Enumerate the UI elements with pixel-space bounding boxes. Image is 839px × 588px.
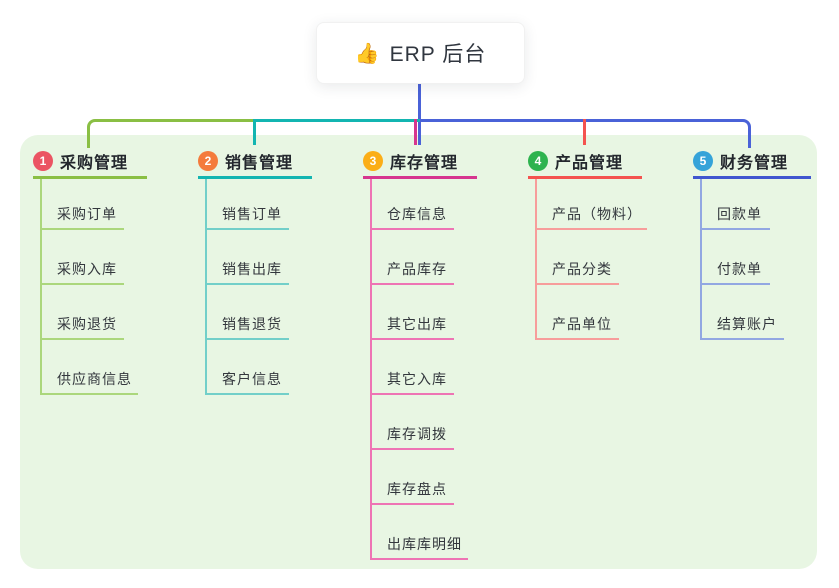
branch-topic-1[interactable]: 1 采购管理: [33, 149, 147, 173]
child-underline: [40, 283, 124, 285]
branch-topic-label: 销售管理: [225, 155, 294, 172]
branch-header-underline: [33, 176, 147, 179]
child-underline: [370, 393, 454, 395]
branch-header-underline: [693, 176, 811, 179]
branch-topic-2[interactable]: 2 销售管理: [198, 149, 312, 173]
child-topic[interactable]: 供应商信息: [57, 371, 132, 387]
child-topic[interactable]: 库存盘点: [387, 481, 447, 497]
branch-spine: [535, 179, 537, 340]
child-underline: [40, 228, 124, 230]
child-underline: [205, 338, 289, 340]
child-underline: [370, 283, 454, 285]
branch-topic-4[interactable]: 4 产品管理: [528, 149, 642, 173]
child-topic[interactable]: 产品单位: [552, 316, 612, 332]
child-topic[interactable]: 仓库信息: [387, 206, 447, 222]
branch-number-badge: 3: [363, 151, 383, 171]
child-underline: [700, 338, 784, 340]
child-underline: [535, 338, 619, 340]
branch-header-underline: [528, 176, 642, 179]
child-underline: [205, 228, 289, 230]
connector-bus-mid: [253, 119, 420, 122]
branch-spine: [700, 179, 702, 340]
child-topic[interactable]: 销售出库: [222, 261, 282, 277]
child-topic[interactable]: 采购入库: [57, 261, 117, 277]
branch-spine: [40, 179, 42, 395]
child-underline: [370, 338, 454, 340]
child-topic[interactable]: 付款单: [717, 261, 762, 277]
child-underline: [40, 338, 124, 340]
child-underline: [700, 228, 770, 230]
child-underline: [40, 393, 138, 395]
child-topic[interactable]: 采购退货: [57, 316, 117, 332]
branch-topic-label: 采购管理: [60, 155, 129, 172]
connector-drop-branch4: [583, 119, 586, 145]
connector-bus-left: [87, 119, 256, 148]
child-topic[interactable]: 采购订单: [57, 206, 117, 222]
child-topic[interactable]: 销售退货: [222, 316, 282, 332]
root-topic-label: ERP 后台: [389, 43, 487, 66]
branch-header-underline: [198, 176, 312, 179]
connector-drop-branch2: [253, 119, 256, 145]
branch-topic-5[interactable]: 5 财务管理: [693, 149, 811, 173]
branch-number-badge: 2: [198, 151, 218, 171]
child-topic[interactable]: 客户信息: [222, 371, 282, 387]
branch-header-underline: [363, 176, 477, 179]
branch-number-badge: 4: [528, 151, 548, 171]
child-topic[interactable]: 其它出库: [387, 316, 447, 332]
branch-topic-label: 财务管理: [720, 155, 789, 172]
child-topic[interactable]: 产品（物料）: [552, 206, 642, 222]
branch-topic-label: 产品管理: [555, 155, 624, 172]
child-underline: [205, 283, 289, 285]
branch-number-badge: 1: [33, 151, 53, 171]
child-underline: [535, 228, 647, 230]
root-topic[interactable]: 👍 ERP 后台: [316, 22, 525, 84]
connector-bus-right: [421, 119, 751, 148]
child-underline: [535, 283, 619, 285]
child-topic[interactable]: 回款单: [717, 206, 762, 222]
thumbs-up-icon: 👍: [354, 42, 381, 65]
child-underline: [205, 393, 289, 395]
child-underline: [370, 558, 468, 560]
child-underline: [370, 228, 454, 230]
connector-root-drop: [418, 82, 421, 145]
child-topic[interactable]: 结算账户: [717, 316, 777, 332]
mindmap-panel: [20, 135, 817, 569]
child-underline: [370, 448, 454, 450]
child-topic[interactable]: 销售订单: [222, 206, 282, 222]
child-topic[interactable]: 其它入库: [387, 371, 447, 387]
connector-drop-branch3: [414, 119, 417, 145]
branch-spine: [205, 179, 207, 395]
child-topic[interactable]: 出库库明细: [387, 536, 462, 552]
child-topic[interactable]: 产品库存: [387, 261, 447, 277]
branch-topic-label: 库存管理: [390, 155, 459, 172]
branch-number-badge: 5: [693, 151, 713, 171]
branch-spine: [370, 179, 372, 560]
child-underline: [370, 503, 454, 505]
branch-topic-3[interactable]: 3 库存管理: [363, 149, 477, 173]
child-topic[interactable]: 库存调拨: [387, 426, 447, 442]
child-topic[interactable]: 产品分类: [552, 261, 612, 277]
child-underline: [700, 283, 770, 285]
